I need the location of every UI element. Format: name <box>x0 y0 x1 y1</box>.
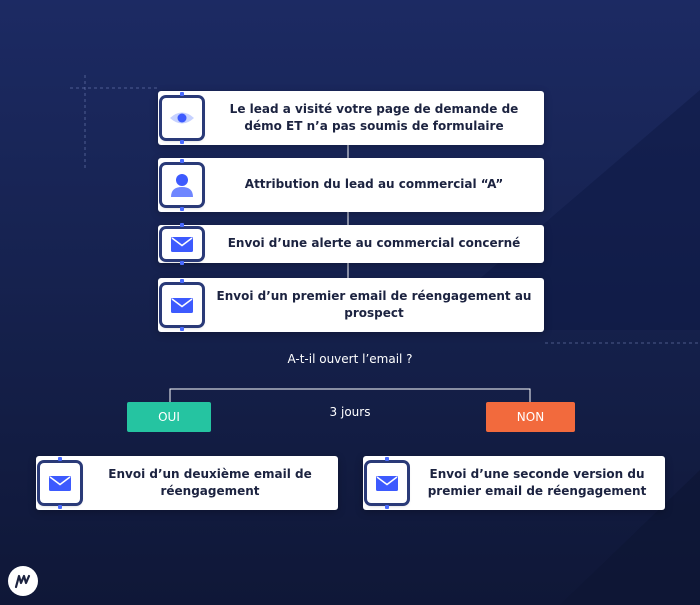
branch-connector <box>169 388 531 402</box>
step-second-version-text: Envoi d’une seconde version du premier e… <box>427 466 647 498</box>
step-page-visit-text: Le lead a visité votre page de demande d… <box>229 101 519 133</box>
step-alert-sales: Envoi d’une alerte au commercial concern… <box>158 225 544 263</box>
envelope-icon <box>40 457 80 509</box>
step-second-version: Envoi d’une seconde version du premier e… <box>363 456 665 510</box>
step-assign-lead-text: Attribution du lead au commercial “A” <box>244 177 504 192</box>
step-assign-lead: Attribution du lead au commercial “A” <box>158 158 544 212</box>
step-second-email-text: Envoi d’un deuxième email de réengagemen… <box>108 466 312 498</box>
branch-yes-badge: OUI <box>127 402 211 432</box>
step-first-email: Envoi d’un premier email de réengagement… <box>158 278 544 332</box>
user-icon <box>162 159 202 211</box>
step-first-email-text: Envoi d’un premier email de réengagement… <box>216 288 532 320</box>
delay-label: 3 jours <box>329 405 371 419</box>
envelope-icon <box>162 223 202 265</box>
branch-no-badge: NON <box>486 402 575 432</box>
step-page-visit: Le lead a visité votre page de demande d… <box>158 91 544 145</box>
step-alert-sales-text: Envoi d’une alerte au commercial concern… <box>227 236 521 251</box>
brand-logo-icon <box>8 566 38 596</box>
step-second-email: Envoi d’un deuxième email de réengagemen… <box>36 456 338 510</box>
envelope-icon <box>367 457 407 509</box>
decision-question: A-t-il ouvert l’email ? <box>287 352 413 366</box>
envelope-icon <box>162 279 202 331</box>
eye-icon <box>162 92 202 144</box>
